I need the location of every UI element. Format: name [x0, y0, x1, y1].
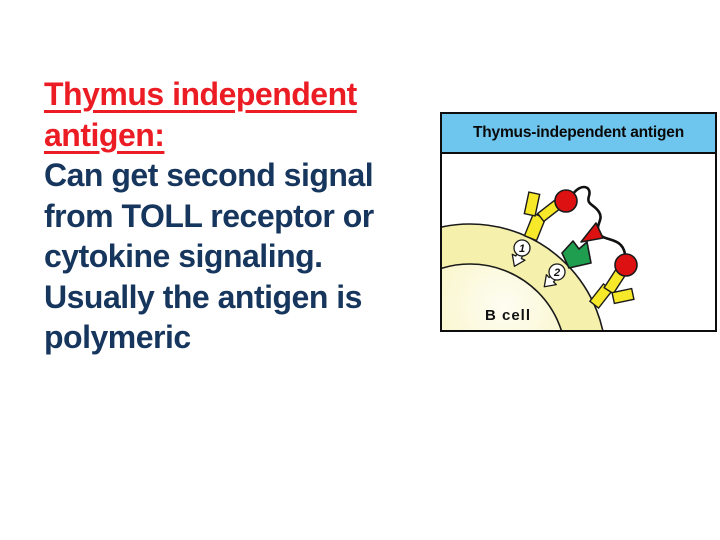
- b-cell-diagram: 1 2 B cell: [442, 185, 638, 330]
- body-line-3: cytokine signaling.: [44, 238, 323, 274]
- antigen-epitope-circle-2: [614, 253, 638, 277]
- receptor-2-right-arm: [611, 287, 635, 305]
- diagram-title: Thymus-independent antigen: [473, 124, 684, 141]
- antigen-epitope-triangle: [580, 222, 604, 243]
- body-line-4: Usually the antigen is: [44, 278, 362, 315]
- body-line-2: from TOLL receptor or: [44, 197, 374, 234]
- heading-line-2: antigen:: [44, 116, 165, 153]
- receptor-1-left-arm: [523, 191, 541, 217]
- toll-receptor-green: [561, 240, 592, 269]
- signal-step-2-circle: [548, 263, 566, 281]
- antigen-epitope-circle-1: [554, 189, 578, 213]
- signal-step-1-label: 1: [519, 243, 525, 255]
- diagram-title-bar: Thymus-independent antigen: [442, 114, 715, 154]
- signal-arrow-1: 1: [511, 239, 531, 267]
- diagram-figure: Thymus-independent antigen: [440, 112, 717, 332]
- slide-text-block: Thymus independent antigen: Can get seco…: [44, 74, 446, 358]
- body-line-5: polymeric: [44, 319, 191, 355]
- signal-step-2-label: 2: [553, 267, 560, 279]
- polymer-backbone-line: [571, 185, 627, 256]
- signal-arrow-2: 2: [543, 263, 566, 288]
- heading-line-1: Thymus independent: [44, 76, 357, 112]
- b-cell-label: B cell: [485, 307, 531, 324]
- body-line-1: Can get second signal: [44, 157, 374, 193]
- signal-step-1-circle: [513, 239, 531, 257]
- b-cell-membrane-inner: [442, 263, 563, 330]
